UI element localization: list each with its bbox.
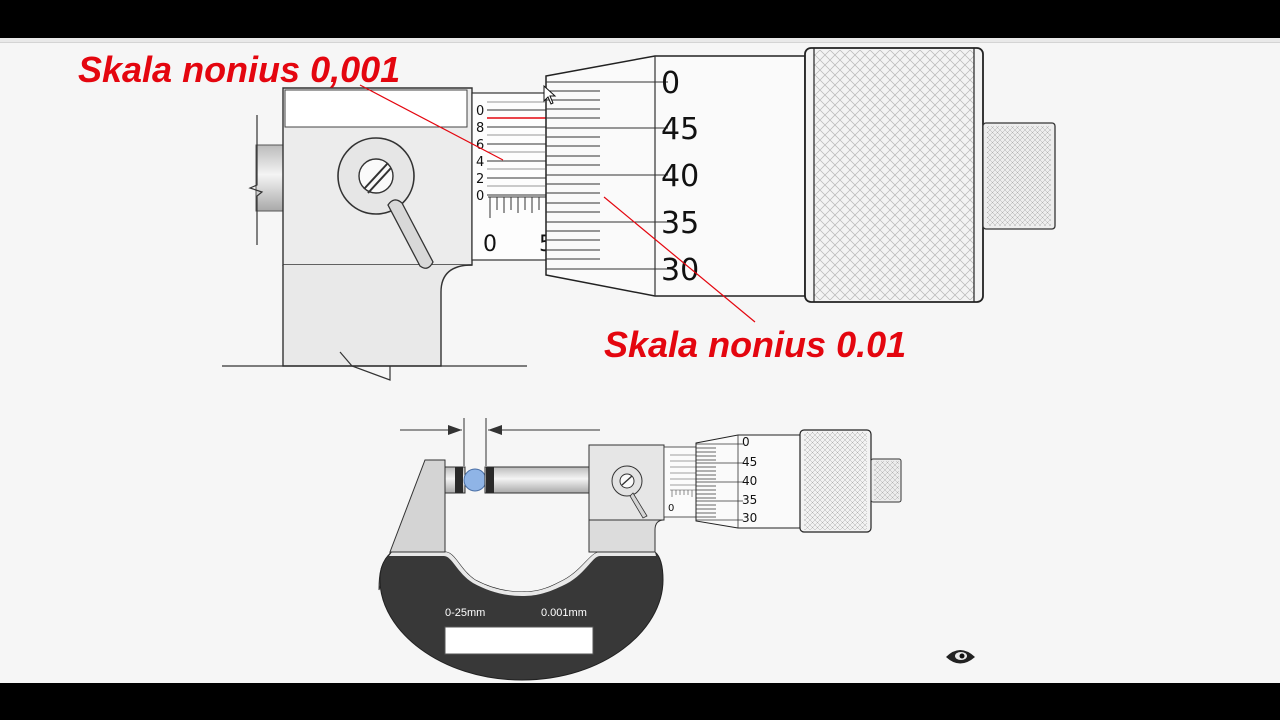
- cursor-arrow-icon: [543, 84, 557, 105]
- resolution-label: 0.001mm: [541, 607, 587, 619]
- spindle: [484, 466, 590, 494]
- anvil-post: [389, 459, 446, 553]
- workpiece-ball: [463, 468, 487, 492]
- knurl-texture: [814, 50, 974, 300]
- annotations: Skala nonius 0,001 Skala nonius 0.01: [78, 49, 906, 365]
- vernier-label-6: 0: [476, 189, 484, 204]
- overview-readout-box: [444, 626, 594, 655]
- overview-thimble-35: 35: [742, 493, 757, 507]
- thimble-label-35: 35: [661, 206, 699, 241]
- vernier-label-1: 0: [476, 104, 484, 119]
- detail-view: 0 8 6 4 2 0 0 5: [222, 47, 1056, 381]
- micrometer-diagram: 0 8 6 4 2 0 0 5: [78, 47, 1056, 681]
- dimension-marks: [400, 418, 600, 466]
- overview-micrometer: 0: [378, 418, 902, 681]
- overview-sleeve: [663, 446, 699, 518]
- vernier-pointer-line: [359, 84, 504, 161]
- eye-icon[interactable]: [946, 650, 975, 664]
- overview-thimble-40: 40: [742, 474, 757, 488]
- dimension-arrow-left: [448, 425, 462, 435]
- vernier-lines: [487, 101, 550, 196]
- thimble-pointer-line: [603, 196, 756, 323]
- thimble-label-40: 40: [661, 159, 699, 194]
- frame-body: [379, 551, 664, 681]
- break-line-left: [248, 115, 264, 245]
- vernier-label-5: 2: [476, 172, 484, 187]
- vernier-label-3: 6: [476, 138, 484, 153]
- overview-thimble-45: 45: [742, 455, 757, 469]
- sleeve-label-0: 0: [483, 232, 497, 257]
- thimble-ticks: [546, 81, 668, 270]
- overview-thimble-30: 30: [742, 511, 757, 525]
- vernier-label-2: 8: [476, 121, 484, 136]
- thimble-annotation: Skala nonius 0.01: [604, 324, 906, 365]
- overview-sleeve-zero: 0: [668, 503, 674, 514]
- vernier-label-4: 4: [476, 155, 484, 170]
- thimble-label-0: 0: [661, 66, 680, 101]
- top-rule: [0, 38, 1280, 43]
- range-label: 0-25mm: [445, 607, 485, 619]
- thimble-label-45: 45: [661, 112, 699, 147]
- lock-lever: [387, 199, 434, 269]
- readout-box: [284, 89, 468, 128]
- frame-neck: [282, 264, 473, 367]
- vernier-annotation: Skala nonius 0,001: [78, 49, 400, 90]
- break-line-bottom: [339, 351, 391, 381]
- overview-thimble-0: 0: [742, 435, 750, 449]
- anvil-stub: [255, 144, 285, 212]
- sleeve: [471, 92, 551, 261]
- dimension-arrow-right: [488, 425, 502, 435]
- canvas: 0 8 6 4 2 0 0 5: [0, 38, 1280, 683]
